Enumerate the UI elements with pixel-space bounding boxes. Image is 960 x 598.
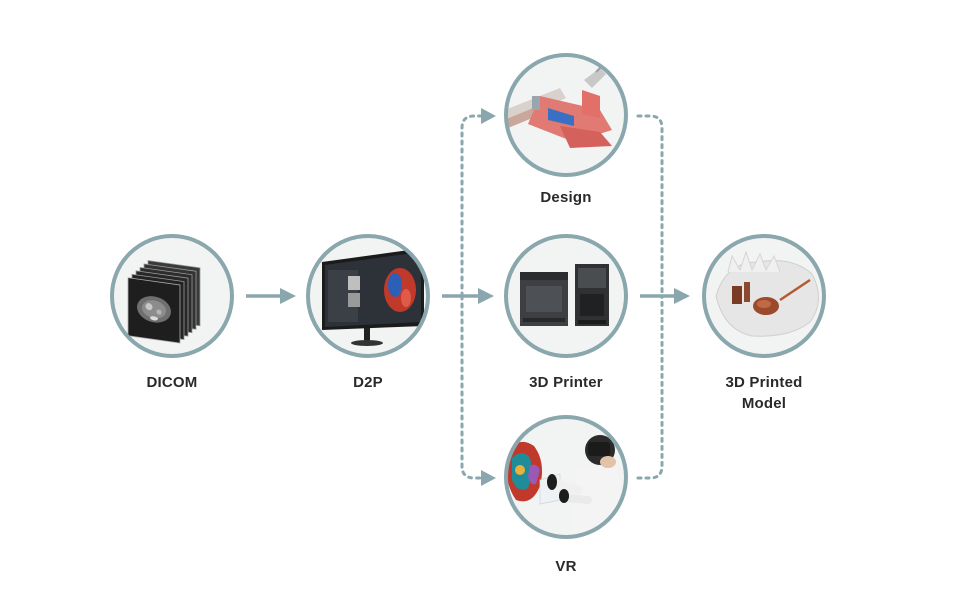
design-cad-model-icon (506, 63, 612, 148)
label-model-line1: 3D Printed (725, 374, 803, 391)
label-dicom: DICOM (82, 372, 262, 393)
connector-branch-to-design (460, 108, 496, 298)
label-model-line2: Model (741, 395, 787, 412)
connector-dicom-to-d2p (246, 288, 296, 304)
connector-d2p-to-printer (442, 288, 494, 304)
dicom-image-stack-icon (127, 260, 201, 344)
node-printer (504, 234, 628, 358)
label-d2p-text: D2P (353, 374, 383, 391)
connector-vr-merge (636, 294, 664, 480)
label-dicom-text: DICOM (146, 374, 198, 391)
connector-printer-to-model (640, 288, 690, 304)
label-printer-text: 3D Printer (529, 374, 603, 391)
node-d2p (306, 234, 430, 358)
node-vr (504, 415, 628, 539)
connector-design-merge (636, 114, 664, 298)
d2p-monitor-icon (322, 248, 424, 346)
label-design: Design (476, 187, 656, 208)
node-design (504, 53, 628, 177)
label-d2p: D2P (278, 372, 458, 393)
label-printer: 3D Printer (476, 372, 656, 393)
label-vr-text: VR (555, 558, 577, 575)
node-model (702, 234, 826, 358)
label-design-text: Design (540, 189, 592, 206)
label-vr: VR (476, 556, 656, 577)
printed-jaw-model-icon (715, 250, 819, 337)
label-model: 3D Printed Model (674, 372, 854, 414)
3d-printer-machines-icon (520, 264, 609, 326)
node-dicom (110, 234, 234, 358)
connector-branch-to-vr (460, 294, 496, 486)
